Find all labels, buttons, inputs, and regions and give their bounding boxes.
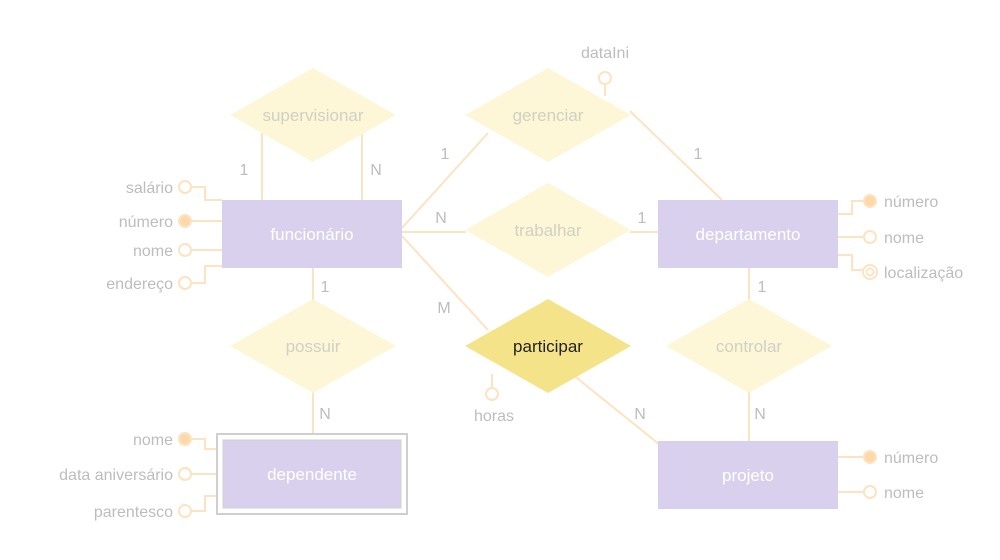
attribute-label: nome	[884, 485, 924, 502]
key-attribute-icon	[863, 450, 877, 464]
relationship-participar[interactable]: participar	[465, 299, 631, 393]
attribute-label: número	[119, 214, 173, 231]
attribute-circle-icon	[178, 243, 192, 257]
cardinality-label: 1	[694, 146, 703, 163]
cardinality-label: 1	[240, 162, 249, 179]
relationship-supervisionar-label: supervisionar	[262, 106, 363, 125]
entity-departamento-label: departamento	[696, 225, 801, 244]
attribute-label: nome	[884, 230, 924, 247]
attribute-label: endereço	[106, 276, 173, 293]
relationship-participar-label: participar	[513, 337, 583, 356]
cardinality-labels: 1 N 1 1 N 1 M N 1 N 1 N	[240, 146, 767, 423]
entity-projeto-label: projeto	[722, 466, 774, 485]
attribute-circle-icon	[485, 387, 499, 401]
attribute-label: número	[884, 194, 938, 211]
cardinality-label: N	[370, 162, 382, 179]
relationship-gerenciar-label: gerenciar	[513, 106, 584, 125]
entity-funcionario-label: funcionário	[270, 225, 353, 244]
entity-funcionario[interactable]: funcionário	[222, 200, 402, 268]
entity-dependente-label: dependente	[267, 465, 357, 484]
entity-departamento[interactable]: departamento	[658, 200, 838, 268]
entity-dependente[interactable]: dependente	[216, 433, 408, 515]
key-attribute-icon	[863, 194, 877, 208]
attribute-label: nome	[133, 243, 173, 260]
key-attribute-icon	[178, 432, 192, 446]
relationship-possuir-label: possuir	[286, 337, 341, 356]
cardinality-label: 1	[321, 279, 330, 296]
relationship-possuir[interactable]: possuir	[230, 299, 396, 393]
cardinality-label: M	[437, 300, 450, 317]
attribute-circle-icon	[863, 230, 877, 244]
entity-projeto[interactable]: projeto	[658, 441, 838, 509]
attribute-circle-icon	[178, 180, 192, 194]
attribute-circle-icon	[178, 467, 192, 481]
attribute-label: data aniversário	[59, 467, 173, 484]
cardinality-label: 1	[638, 210, 647, 227]
attribute-label: localização	[884, 265, 963, 282]
relationship-controlar-label: controlar	[716, 337, 782, 356]
cardinality-label: N	[754, 406, 766, 423]
relationship-supervisionar[interactable]: supervisionar	[230, 68, 396, 162]
cardinality-label: N	[634, 406, 646, 423]
attribute-circle-icon	[178, 504, 192, 518]
attribute-label: horas	[474, 408, 514, 425]
cardinality-label: 1	[441, 146, 450, 163]
relationship-trabalhar[interactable]: trabalhar	[465, 183, 631, 277]
attribute-label: salário	[126, 180, 173, 197]
attribute-label: parentesco	[94, 504, 173, 521]
relationship-trabalhar-label: trabalhar	[514, 221, 581, 240]
attribute-labels: salário número nome endereço número nome…	[59, 45, 963, 521]
attribute-label: nome	[133, 432, 173, 449]
attribute-circle-icon	[178, 276, 192, 290]
connector-lines	[191, 82, 867, 512]
cardinality-label: N	[319, 406, 331, 423]
attribute-markers	[178, 71, 878, 518]
attribute-circle-icon	[863, 485, 877, 499]
attribute-label: dataIni	[581, 45, 629, 62]
relationship-controlar[interactable]: controlar	[666, 299, 832, 393]
key-attribute-icon	[178, 214, 192, 228]
cardinality-label: N	[435, 210, 447, 227]
attribute-circle-icon	[598, 71, 612, 85]
relationship-gerenciar[interactable]: gerenciar	[465, 68, 631, 162]
cardinality-label: 1	[758, 279, 767, 296]
attribute-label: número	[884, 450, 938, 467]
